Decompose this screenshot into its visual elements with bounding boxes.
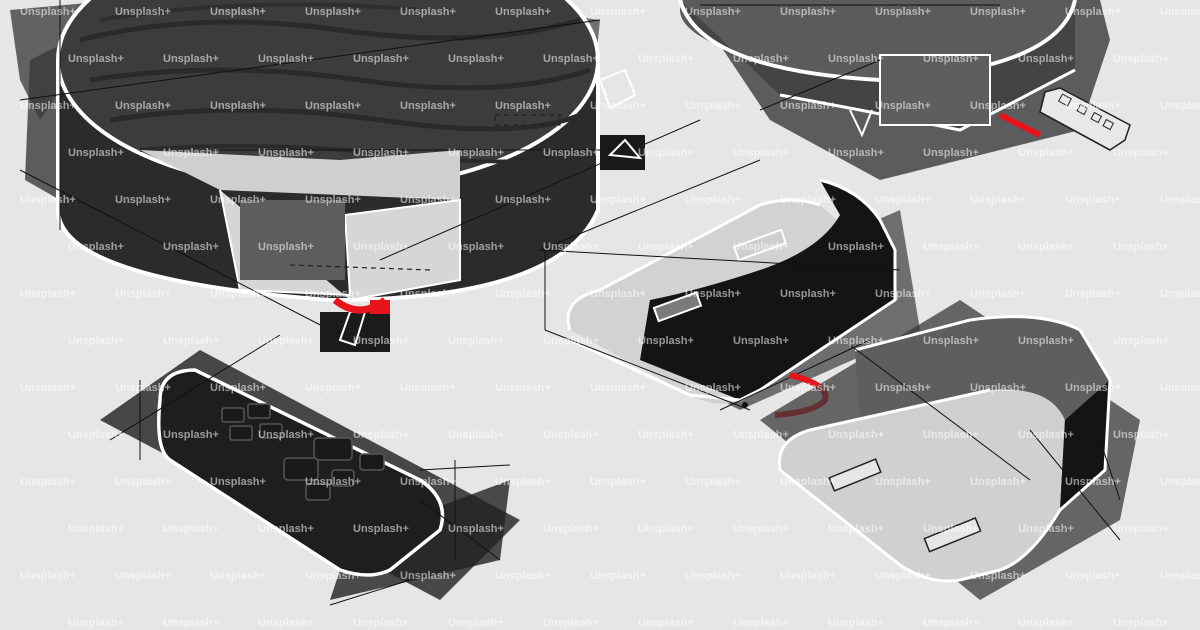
remote-control	[100, 334, 520, 606]
charging-dock	[539, 159, 920, 418]
robot-vacuum	[10, 0, 701, 352]
remote-control-small	[1039, 87, 1131, 151]
robot-vacuum-top	[678, 0, 1110, 180]
charging-dock-large	[760, 300, 1140, 600]
